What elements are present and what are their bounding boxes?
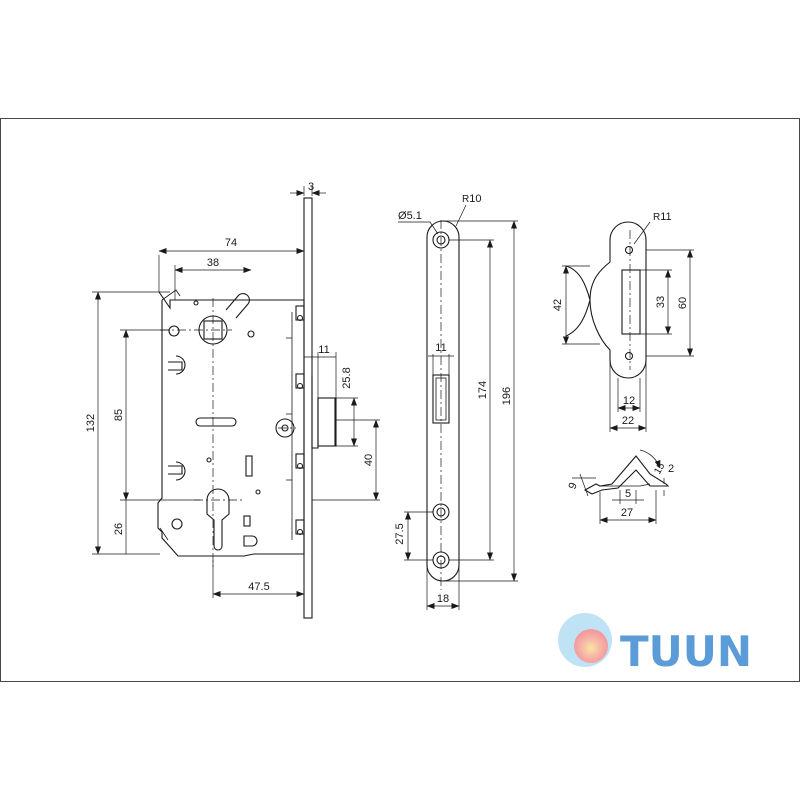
strike-box-view [565, 221, 647, 379]
brand-logo: TUUN [558, 613, 752, 676]
drawing-frame [0, 118, 800, 682]
dim-box-height: 60 [677, 297, 689, 309]
dim-latch-offset: 40 [363, 454, 375, 466]
top-fixing-hole [168, 325, 180, 337]
dim-faceplate-thickness: 3 [308, 181, 314, 193]
faceplate-screws [295, 305, 305, 536]
dim-bottom-hole-offset: 27.5 [394, 523, 406, 544]
dim-box-opening-height: 33 [655, 296, 667, 308]
dim-strike-width: 18 [437, 593, 449, 605]
dim-strike-length: 196 [501, 387, 513, 405]
dim-bend-depth: 2 [668, 463, 674, 475]
dim-opening-width: 11 [435, 342, 446, 354]
dim-profile-total-width: 27 [621, 507, 633, 519]
strike-box-opening [621, 269, 641, 335]
strike-box-dimensions: R11 42 33 60 12 22 [552, 211, 694, 432]
lock-faceplate [303, 197, 313, 619]
dim-box-depth: 42 [552, 299, 564, 311]
strike-profile-view [583, 449, 670, 495]
latch-bolt [311, 376, 337, 449]
mortise-dimensions: 3 74 38 132 85 26 47.5 11 25.8 40 [85, 181, 380, 618]
dim-bend-angle: 15 [652, 461, 667, 477]
strike-plate-outline [426, 220, 460, 582]
dim-latch-height: 25.8 [341, 367, 353, 388]
cylinder-cutout [206, 488, 230, 551]
dim-latch-thickness: 11 [318, 344, 329, 356]
bottom-fixing-hole [171, 518, 183, 530]
dim-spindle-backset: 38 [207, 257, 219, 269]
dim-total-height: 132 [85, 414, 97, 432]
logo-text: TUUN [620, 627, 752, 676]
strike-box-outline [589, 221, 647, 379]
strike-plate-view [426, 220, 460, 590]
dim-backset: 47.5 [248, 581, 269, 593]
lock-case-outline [157, 291, 305, 557]
dim-spindle-to-cylinder: 85 [113, 409, 125, 421]
mortise-lock-view [157, 197, 337, 619]
dim-wing-height: 9 [566, 481, 579, 491]
dim-flange-thickness: 5 [625, 488, 631, 500]
dim-hole-spacing: 174 [477, 381, 489, 399]
strike-profile-dimensions: 9 15 2 5 27 [566, 461, 674, 524]
dim-box-radius: R11 [653, 211, 672, 223]
thumbturn-hole [275, 418, 295, 438]
dim-cylinder-to-bottom: 26 [113, 523, 125, 535]
dim-body-depth: 74 [225, 237, 237, 249]
dim-strike-radius: R10 [462, 193, 481, 205]
dim-box-opening-width: 12 [623, 395, 635, 407]
dim-box-width: 22 [622, 415, 634, 427]
logo-core-icon [574, 629, 608, 663]
dim-hole-diameter: Ø5.1 [398, 210, 422, 222]
strike-plate-dimensions: Ø5.1 R10 11 174 196 27.5 18 [394, 193, 518, 610]
